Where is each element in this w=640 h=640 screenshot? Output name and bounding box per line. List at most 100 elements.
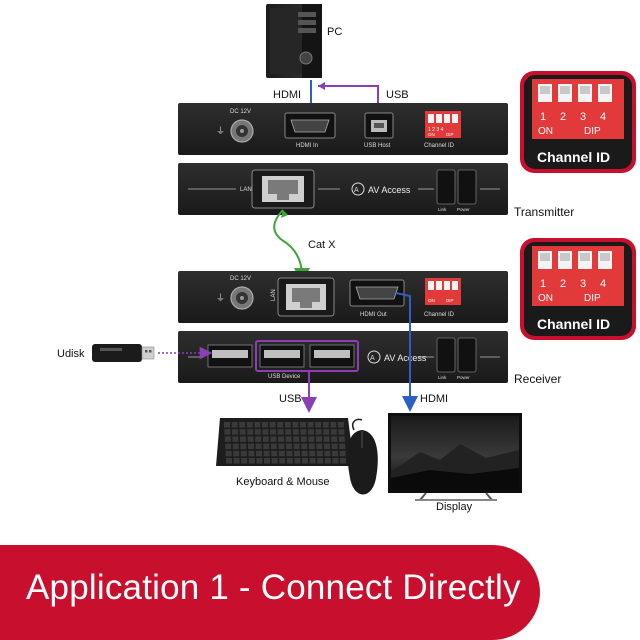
banner-title: Application 1 - Connect Directly (26, 568, 521, 607)
rx-callout-dip: DIP (584, 293, 601, 304)
keyboard-key (271, 458, 278, 464)
tx-hdmi-in-label: HDMI In (296, 143, 318, 149)
keyboard-key (317, 458, 324, 464)
keyboard-key (323, 436, 330, 442)
receiver-label: Receiver (514, 372, 561, 386)
transmitter-bottom-panel: LAN A AV Access Link Power (178, 163, 508, 215)
keyboard-key (270, 436, 277, 442)
keyboard-key (277, 429, 284, 435)
display-label: Display (436, 501, 473, 513)
keyboard-key (309, 450, 316, 457)
keyboard-key (339, 450, 346, 457)
tx-callout-digit-2: 2 (560, 111, 566, 123)
keyboard-key (293, 436, 300, 442)
keyboard-key (315, 422, 322, 428)
keyboard-key (262, 422, 268, 428)
usb-device-cable-label: USB (279, 393, 302, 405)
rx-channel-id-label: Channel ID (424, 312, 455, 318)
keyboard-key (233, 450, 240, 457)
keyboard-icon (216, 418, 354, 466)
channel-id-callout-receiver: 1 2 3 4 ON DIP Channel ID (520, 238, 636, 340)
transmitter-top-panel: DC 12V ⏚ HDMI In USB Host 1 2 3 4 ON DIP… (178, 103, 508, 155)
keyboard-key (225, 450, 232, 457)
keyboard-key (254, 422, 261, 428)
keyboard-key (301, 443, 308, 450)
udisk-icon (92, 344, 155, 362)
keyboard-key (316, 443, 323, 450)
keyboard-key (339, 443, 346, 450)
keyboard-key (286, 458, 293, 464)
rx-callout-digit-1: 1 (540, 278, 546, 290)
tx-dip-on: ON (428, 132, 435, 137)
keyboard-key (224, 422, 230, 428)
keyboard-key (307, 422, 314, 428)
hdmi-in-cable-label: HDMI (273, 89, 301, 101)
tx-callout-digit-3: 3 (580, 111, 586, 123)
channel-id-callout-transmitter: 1 2 3 4 ON DIP Channel ID (520, 71, 636, 173)
hdmi-out-cable-label: HDMI (420, 393, 448, 405)
keyboard-key (262, 436, 269, 442)
keyboard-key (247, 429, 254, 435)
keyboard-key (308, 429, 314, 435)
keyboard-key (331, 443, 338, 450)
rx-ground-icon: ⏚ (216, 293, 225, 303)
keyboard-key (224, 429, 231, 435)
keyboard-key (255, 436, 262, 442)
keyboard-key (239, 422, 246, 428)
keyboard-key (284, 422, 291, 428)
tx-dip-digits: 1 2 3 4 (428, 127, 444, 133)
keyboard-key (256, 450, 262, 457)
rx-callout-digit-4: 4 (600, 278, 606, 290)
keyboard-key (308, 436, 315, 442)
keyboard-key (226, 458, 232, 464)
keyboard-key (262, 429, 269, 435)
catx-cable-arrow-up (281, 210, 288, 218)
rx-callout-digit-2: 2 (560, 278, 566, 290)
rx-brand-label: AV Access (384, 353, 427, 363)
keyboard-key (248, 443, 254, 450)
rx-brand-logo: A (370, 355, 375, 362)
keyboard-key (263, 443, 270, 450)
tx-lan-label: LAN (240, 187, 252, 193)
usb-host-cable-arrow-left (318, 82, 325, 90)
keyboard-key (324, 458, 331, 464)
keyboard-key (324, 450, 331, 457)
tx-callout-digit-1: 1 (540, 111, 546, 123)
rx-dip-dip: DIP (446, 298, 454, 303)
keyboard-key (278, 450, 285, 457)
keyboard-key (292, 422, 299, 428)
keyboard-key (279, 458, 286, 464)
keyboard-key (293, 443, 300, 450)
rx-usb-device-label: USB Device (268, 374, 301, 380)
keyboard-key (315, 429, 322, 435)
keyboard-key (246, 422, 253, 428)
keyboard-key (232, 443, 239, 450)
keyboard-key (292, 429, 299, 435)
keyboard-key (338, 422, 344, 428)
display-icon (388, 413, 522, 501)
keyboard-key (232, 429, 238, 435)
keyboard-key (271, 450, 278, 457)
keyboard-mouse-label: Keyboard & Mouse (236, 476, 330, 488)
tx-link-label: Link (438, 207, 447, 212)
tx-dip-dip: DIP (446, 132, 454, 137)
keyboard-key (225, 443, 232, 450)
keyboard-key (300, 429, 307, 435)
keyboard-key (309, 458, 316, 464)
title-banner (0, 545, 540, 640)
keyboard-key (286, 450, 293, 457)
keyboard-key (285, 429, 292, 435)
tx-callout-digit-4: 4 (600, 111, 606, 123)
keyboard-key (270, 443, 277, 450)
keyboard-key (308, 443, 315, 450)
keyboard-key (294, 450, 300, 457)
keyboard-key (340, 458, 346, 464)
keyboard-key (330, 429, 337, 435)
receiver-bottom-panel: USB Device A AV Access Link Power (178, 331, 508, 383)
rx-power-label: Power (457, 375, 470, 380)
keyboard-key (278, 443, 285, 450)
catx-cable (273, 209, 310, 284)
keyboard-key (256, 458, 263, 464)
tx-ground-icon: ⏚ (216, 126, 225, 136)
